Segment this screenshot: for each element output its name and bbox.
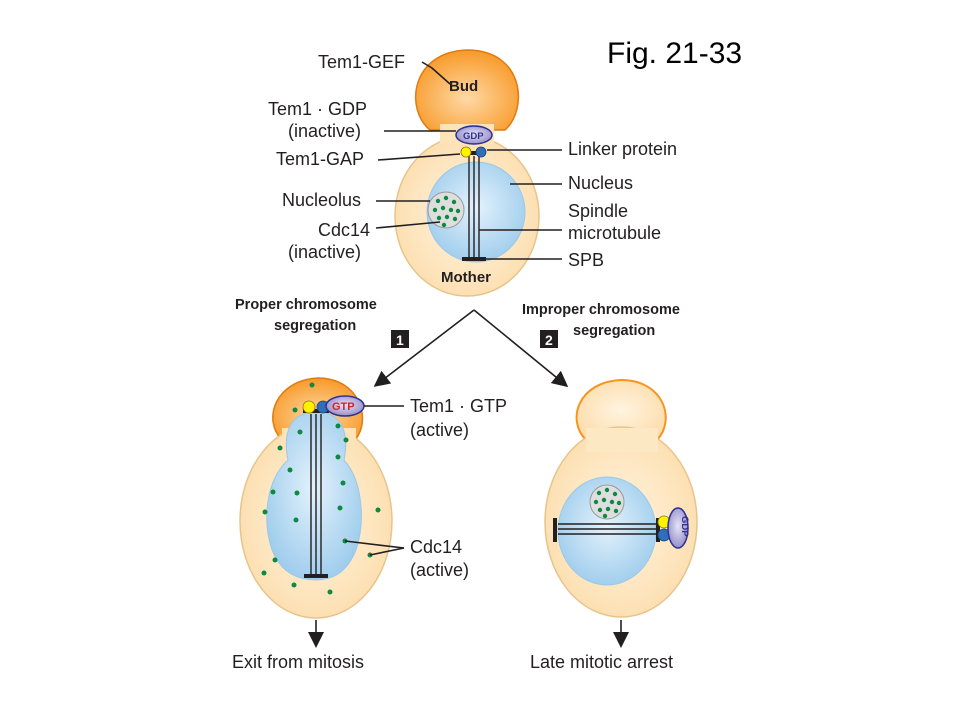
step-badge-2 bbox=[540, 330, 558, 348]
top-spb-top bbox=[464, 151, 484, 155]
right-cdc14-dots bbox=[593, 487, 622, 519]
right-neck bbox=[586, 428, 658, 452]
label-tem1-gap: Tem1-GAP bbox=[276, 149, 364, 169]
top-cell: Bud GDP Mother bbox=[394, 49, 540, 297]
leader-tem1-gap bbox=[377, 153, 461, 161]
top-spindle bbox=[468, 156, 480, 258]
left-spindle bbox=[310, 414, 322, 575]
label-cdc14-1: Cdc14 bbox=[318, 220, 370, 240]
label-linker-protein: Linker protein bbox=[568, 139, 677, 159]
right-bud bbox=[575, 378, 667, 441]
left-nucleus bbox=[266, 411, 362, 581]
top-cdc14-dots bbox=[432, 195, 461, 228]
left-cdc14-dots bbox=[261, 382, 381, 595]
mother-label: Mother bbox=[441, 269, 491, 286]
figure-title: Fig. 21-33 bbox=[607, 37, 742, 70]
right-spb-left bbox=[553, 518, 557, 542]
left-gtp-text: GTP bbox=[332, 401, 355, 413]
label-cdc14-2: (inactive) bbox=[288, 242, 361, 262]
branch-left-line2: segregation bbox=[274, 318, 356, 334]
top-bud bbox=[414, 49, 520, 131]
left-spb-top bbox=[303, 409, 329, 413]
label-spindle-1: Spindle bbox=[568, 201, 628, 221]
arrow-right-branch bbox=[473, 309, 569, 388]
right-gdp-text: GDP bbox=[679, 516, 690, 537]
right-spb-right bbox=[656, 518, 660, 542]
left-cell: GTP bbox=[239, 377, 393, 619]
leader-cdc14 bbox=[375, 221, 441, 229]
label-nucleolus: Nucleolus bbox=[282, 190, 361, 210]
arrow-left-branch bbox=[373, 309, 475, 387]
label-tem1-gdp-1: Tem1 · GDP bbox=[268, 99, 367, 119]
left-tem1-gap bbox=[302, 400, 316, 414]
top-tem1-gap bbox=[460, 146, 472, 158]
label-nucleus: Nucleus bbox=[568, 173, 633, 193]
right-cell: GDP bbox=[544, 378, 698, 618]
label-cdc14-active-2: (active) bbox=[410, 560, 469, 580]
left-spb-bottom bbox=[304, 574, 328, 578]
label-cdc14-active-1: Cdc14 bbox=[410, 537, 462, 557]
top-spb-bottom bbox=[462, 257, 486, 261]
outcome-late-mitotic-arrest: Late mitotic arrest bbox=[530, 652, 673, 672]
right-spindle bbox=[558, 523, 656, 535]
top-linker bbox=[475, 146, 487, 158]
leader-tem1-gef bbox=[421, 61, 451, 85]
label-tem1-gef: Tem1-GEF bbox=[318, 52, 405, 72]
top-gdp-text: GDP bbox=[463, 131, 484, 142]
top-gdp-badge bbox=[455, 125, 493, 145]
step-badge-2-text: 2 bbox=[545, 332, 553, 348]
label-tem1-gtp-2: (active) bbox=[410, 420, 469, 440]
branch-right-line2: segregation bbox=[573, 323, 655, 339]
right-gdp-badge bbox=[667, 507, 689, 549]
branch-left-line1: Proper chromosome bbox=[235, 297, 377, 313]
bud-label: Bud bbox=[449, 78, 478, 95]
branch-right-line1: Improper chromosome bbox=[522, 302, 680, 318]
label-spindle-2: microtubule bbox=[568, 223, 661, 243]
label-spb: SPB bbox=[568, 250, 604, 270]
outcome-exit-mitosis: Exit from mitosis bbox=[232, 652, 364, 672]
label-tem1-gdp-2: (inactive) bbox=[288, 121, 361, 141]
leader-cdc14-active-1 bbox=[344, 540, 405, 549]
step-badge-1-text: 1 bbox=[396, 332, 404, 348]
step-badge-1 bbox=[391, 330, 409, 348]
leader-cdc14-active-2 bbox=[369, 547, 405, 556]
label-tem1-gtp-1: Tem1 · GTP bbox=[410, 396, 507, 416]
top-nucleus bbox=[426, 161, 526, 263]
